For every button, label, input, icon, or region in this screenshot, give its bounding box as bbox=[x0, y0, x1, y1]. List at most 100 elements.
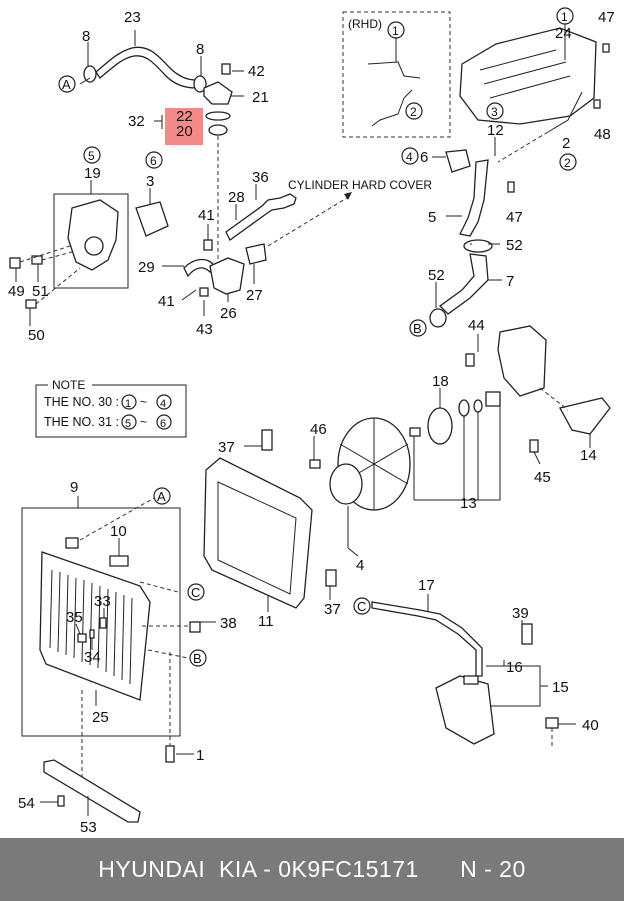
note-row2-prefix: THE NO. 31 : bbox=[44, 415, 119, 429]
label-15: 15 bbox=[552, 679, 569, 696]
label-1: 1 bbox=[196, 747, 204, 764]
note-title: NOTE bbox=[52, 378, 85, 392]
callout-circle bbox=[401, 147, 419, 165]
label-16: 16 bbox=[506, 659, 523, 676]
callout-circle bbox=[58, 75, 76, 93]
callout-circle bbox=[156, 414, 172, 430]
label-9: 9 bbox=[70, 479, 78, 496]
leader bbox=[79, 77, 91, 85]
pipe-28-36 bbox=[225, 193, 297, 241]
label-51: 51 bbox=[32, 283, 49, 300]
label-47: 47 bbox=[598, 9, 615, 26]
overflow-hose-17 bbox=[371, 601, 483, 677]
label-23: 23 bbox=[124, 9, 141, 26]
label-41: 41 bbox=[158, 293, 175, 310]
callout-circle bbox=[409, 319, 427, 337]
callout-circle bbox=[121, 394, 137, 410]
label-11: 11 bbox=[258, 613, 274, 630]
callout-number: 4 bbox=[406, 150, 413, 164]
highlighted-part-box bbox=[165, 108, 203, 145]
radiator-fins bbox=[49, 569, 133, 685]
screw-54 bbox=[57, 795, 65, 807]
callout-circle bbox=[559, 153, 577, 171]
bolt-44 bbox=[465, 353, 475, 367]
callout-circle bbox=[486, 102, 504, 120]
rhd-label: (RHD) bbox=[348, 17, 382, 31]
callout-number: 2 bbox=[410, 105, 417, 119]
exploded-parts-diagram: 23 8 8 42 21 22 20 32 A (RHD) 1 2 1 2 47… bbox=[8, 7, 615, 836]
rhd-pipe-2 bbox=[371, 89, 413, 127]
callout-circle bbox=[187, 583, 205, 601]
bracket-lines-15-16 bbox=[486, 660, 548, 707]
label-37: 37 bbox=[324, 601, 341, 618]
label-12: 12 bbox=[487, 122, 504, 139]
radiator-group bbox=[21, 496, 216, 780]
assembly-line bbox=[147, 649, 189, 659]
callout-letter: A bbox=[62, 77, 71, 92]
label-39: 39 bbox=[512, 605, 529, 622]
callout-number: 3 bbox=[491, 105, 498, 119]
gasket-22 bbox=[205, 111, 231, 121]
clamp-52-lower bbox=[429, 308, 447, 328]
label-38: 38 bbox=[220, 615, 237, 632]
label-43: 43 bbox=[196, 321, 213, 338]
pump-hub bbox=[84, 236, 104, 256]
reservoir-15 bbox=[435, 675, 495, 745]
label-41: 41 bbox=[198, 207, 215, 224]
callout-letter: B bbox=[413, 321, 422, 336]
leader bbox=[181, 289, 197, 301]
assembly-line bbox=[539, 387, 569, 411]
gasket-3 bbox=[135, 201, 169, 237]
drain-1 bbox=[165, 745, 175, 763]
label-48: 48 bbox=[594, 126, 611, 143]
callout-letter: A bbox=[157, 489, 166, 504]
assembly-line bbox=[79, 497, 155, 541]
spacer bbox=[458, 399, 470, 417]
callout-number: 6 bbox=[150, 154, 157, 168]
cooling-fan-4 bbox=[329, 417, 411, 511]
label-8: 8 bbox=[196, 41, 204, 58]
head-ribs bbox=[479, 49, 571, 99]
label-50: 50 bbox=[28, 327, 45, 344]
callout-letter: C bbox=[357, 599, 366, 614]
reservoir-group: C bbox=[353, 594, 576, 748]
bearing bbox=[473, 399, 483, 413]
bracket-14 bbox=[559, 397, 611, 435]
callout-A-top: A bbox=[58, 75, 76, 93]
callout-C-radiator: C bbox=[187, 583, 205, 601]
note-row2-to: 6 bbox=[160, 418, 166, 430]
label-4: 4 bbox=[356, 557, 364, 574]
label-3: 3 bbox=[146, 173, 154, 190]
water-pump-group: 5 6 bbox=[9, 146, 169, 326]
callout-circle bbox=[353, 597, 371, 615]
label-5: 5 bbox=[428, 209, 436, 226]
radiator-cap bbox=[65, 537, 79, 549]
arrow-head bbox=[344, 192, 352, 200]
label-44: 44 bbox=[468, 317, 485, 334]
callout-B-radiator: B bbox=[189, 649, 207, 667]
radiator-9 bbox=[39, 551, 151, 701]
fan-shroud-group bbox=[203, 417, 411, 612]
bolt-37 bbox=[261, 429, 273, 451]
label-28: 28 bbox=[228, 189, 245, 206]
assembly-line bbox=[139, 581, 179, 593]
label-54: 54 bbox=[18, 795, 35, 812]
assembly-line bbox=[497, 131, 549, 163]
callout-circle bbox=[153, 487, 171, 505]
part-35 bbox=[77, 633, 87, 643]
cap-10 bbox=[109, 555, 129, 567]
bolt-37b bbox=[325, 569, 337, 587]
label-35: 35 bbox=[66, 609, 83, 626]
leader bbox=[533, 451, 541, 465]
label-34: 34 bbox=[84, 649, 101, 666]
cylinder-hard-cover-label: CYLINDER HARD COVER bbox=[288, 178, 432, 192]
hose-29 bbox=[183, 258, 215, 278]
bolt-42 bbox=[221, 63, 231, 75]
note-tilde: ~ bbox=[140, 415, 147, 429]
shaft bbox=[485, 391, 501, 407]
upper-hose-group bbox=[79, 30, 244, 264]
callout-circle bbox=[189, 649, 207, 667]
assembly-line bbox=[267, 195, 351, 247]
label-49: 49 bbox=[8, 283, 25, 300]
note-row2-from: 5 bbox=[125, 418, 131, 430]
